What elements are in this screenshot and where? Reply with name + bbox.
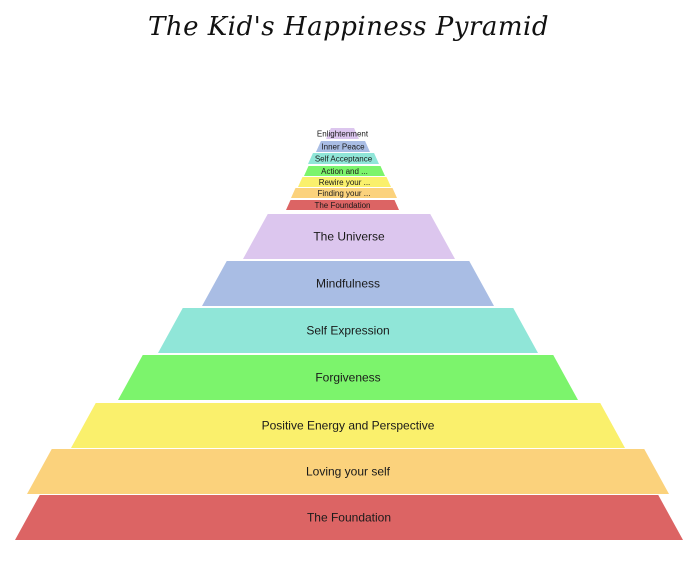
pyramid-level-4-label: Forgiveness <box>315 371 380 385</box>
pyramid-level-2-label: Loving your self <box>306 465 391 479</box>
small-level-3-label: Rewire your ... <box>319 178 371 187</box>
pyramid-level-3-label: Positive Energy and Perspective <box>262 419 435 433</box>
pyramid-level-3-band <box>71 403 625 448</box>
pyramid-level-5-band <box>158 308 538 353</box>
small-level-6-band <box>316 141 370 152</box>
pyramid-level-6-band <box>202 261 494 306</box>
pyramid-level-2-band <box>27 449 669 494</box>
small-level-3-band <box>298 177 391 187</box>
pyramid-level-7-label: The Universe <box>313 230 385 244</box>
small-level-5-band <box>308 153 379 164</box>
diagram-title: The Kid's Happiness Pyramid <box>148 12 549 42</box>
small-level-4-band <box>304 166 385 176</box>
pyramid-level-4-band <box>118 355 578 400</box>
small-level-1-band <box>286 200 399 210</box>
small-level-2-label: Finding your ... <box>318 189 371 198</box>
pyramid-level-5-label: Self Expression <box>306 324 389 338</box>
pyramid-level-1-label: The Foundation <box>307 511 391 525</box>
pyramid-level-1-band <box>15 495 683 540</box>
small-level-4-label: Action and ... <box>321 167 368 176</box>
small-level-5-label: Self Acceptance <box>315 154 373 163</box>
small-level-2-band <box>291 188 397 198</box>
pyramid-level-7-band <box>243 214 455 259</box>
pyramid-level-6-label: Mindfulness <box>316 277 380 291</box>
small-level-1-label: The Foundation <box>314 201 370 210</box>
small-level-6-label: Inner Peace <box>321 142 365 151</box>
small-level-7-band <box>326 128 359 139</box>
small-level-7-label: Enlightenment <box>317 129 369 138</box>
